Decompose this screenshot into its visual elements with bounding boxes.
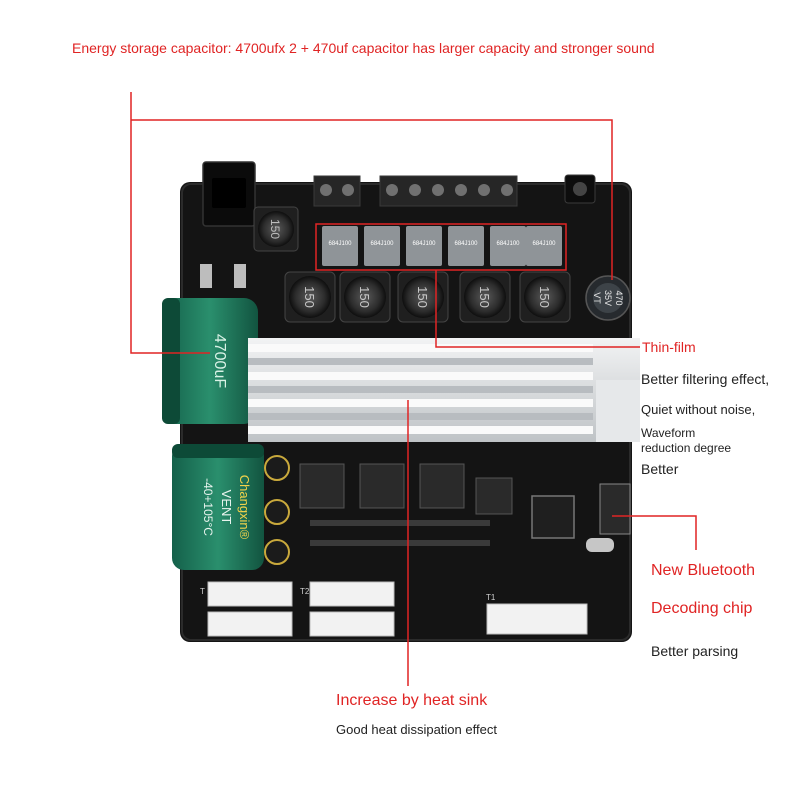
capacitor-470uf-value: 470: [614, 290, 624, 305]
dc-jack-opening: [212, 178, 246, 208]
film-capacitor: [526, 226, 562, 266]
small-capacitor: [264, 455, 290, 481]
heat-sink: [248, 338, 640, 442]
film-capacitor-label: 684J100: [370, 241, 394, 247]
capacitor-vent: VENT: [219, 490, 234, 525]
small-capacitor: [264, 539, 290, 565]
film-capacitor-label: 684J100: [496, 241, 520, 247]
bluetooth-title-line-1: New Bluetooth: [651, 562, 756, 579]
film-capacitor-label: 684J100: [328, 241, 352, 247]
crystal-oscillator: [586, 538, 614, 552]
capacitor-temp: -40+105°C: [201, 478, 215, 536]
filter-benefit-3: Waveform: [641, 426, 696, 440]
port-label-t2: T2: [300, 587, 310, 596]
film-capacitor-row: 684J100 684J100 684J100 684J100 684J100 …: [322, 226, 562, 266]
film-capacitor: [490, 226, 526, 266]
capacitor-470uf-top: [593, 283, 623, 313]
capacitor-4700uf-bottom-band: [172, 444, 264, 458]
heat-sink-title: Increase by heat sink: [336, 692, 488, 709]
inductor-label: 150: [357, 286, 372, 308]
filter-benefit-4: reduction degree: [641, 441, 732, 455]
thin-film-label: Thin-film: [642, 339, 696, 355]
capacitor-4700uf-top-stripe: [162, 298, 180, 424]
film-capacitor-highlight-box: [315, 223, 567, 271]
film-capacitor: [406, 226, 442, 266]
capacitor-470uf-vt: VT: [592, 292, 602, 304]
inductor-core: [402, 276, 444, 318]
film-capacitor-label: 684J100: [454, 241, 478, 247]
speaker-terminal-block-main: [379, 175, 518, 207]
capacitor-4700uf-bottom: [172, 444, 264, 570]
inductor-label: 150: [415, 286, 430, 308]
inductor-row: 150 150 150 150 150: [284, 271, 571, 323]
film-capacitor: [322, 226, 358, 266]
heat-sink-benefit: Good heat dissipation effect: [336, 722, 497, 737]
bluetooth-benefit: Better parsing: [651, 643, 739, 659]
filter-benefit-1: Better filtering effect,: [641, 371, 770, 387]
inductor-core: [289, 276, 331, 318]
capacitor-brand: Changxin®: [237, 475, 252, 540]
port-label-t: T: [200, 587, 205, 596]
inductor-label: 150: [537, 286, 552, 308]
callout-bluetooth: [612, 515, 697, 550]
energy-storage-caption: Energy storage capacitor: 4700ufx 2 + 47…: [72, 40, 655, 56]
inductor-core: [524, 276, 566, 318]
smd-component: [234, 264, 246, 288]
bluetooth-title-line-2: Decoding chip: [651, 600, 753, 617]
capacitor-470uf-voltage: 35V: [603, 290, 613, 306]
jst-connector: [207, 581, 588, 637]
audio-jack-hole: [573, 182, 587, 196]
callout-lines: [130, 92, 697, 686]
film-capacitor-label: 684J100: [532, 241, 556, 247]
filter-benefit-5: Better: [641, 461, 679, 477]
capacitor-4700uf-top: [162, 298, 258, 424]
film-capacitor: [364, 226, 400, 266]
inductor-top-left-label: 150: [268, 219, 282, 239]
filter-benefit-2: Quiet without noise,: [641, 402, 756, 417]
bluetooth-antenna: [599, 483, 631, 535]
callout-thin-film: [435, 270, 640, 348]
smd-component: [200, 264, 212, 288]
film-capacitor: [448, 226, 484, 266]
speaker-terminal-block-left: [313, 175, 361, 207]
port-label-t1: T1: [486, 593, 496, 602]
inductor-core: [344, 276, 386, 318]
callout-energy-top: [131, 119, 613, 280]
callout-energy-capacitor: [130, 92, 210, 354]
small-capacitor: [264, 499, 290, 525]
inductor-top-left-core: [258, 211, 294, 247]
film-capacitor-label: 684J100: [412, 241, 436, 247]
bluetooth-decoder-chip: [531, 495, 575, 539]
capacitor-4700uf-label: 4700uF: [211, 334, 228, 388]
inductor-core: [464, 276, 506, 318]
inductor-label: 150: [302, 286, 317, 308]
inductor-label: 150: [477, 286, 492, 308]
amplifier-circuit-area: [299, 463, 513, 546]
